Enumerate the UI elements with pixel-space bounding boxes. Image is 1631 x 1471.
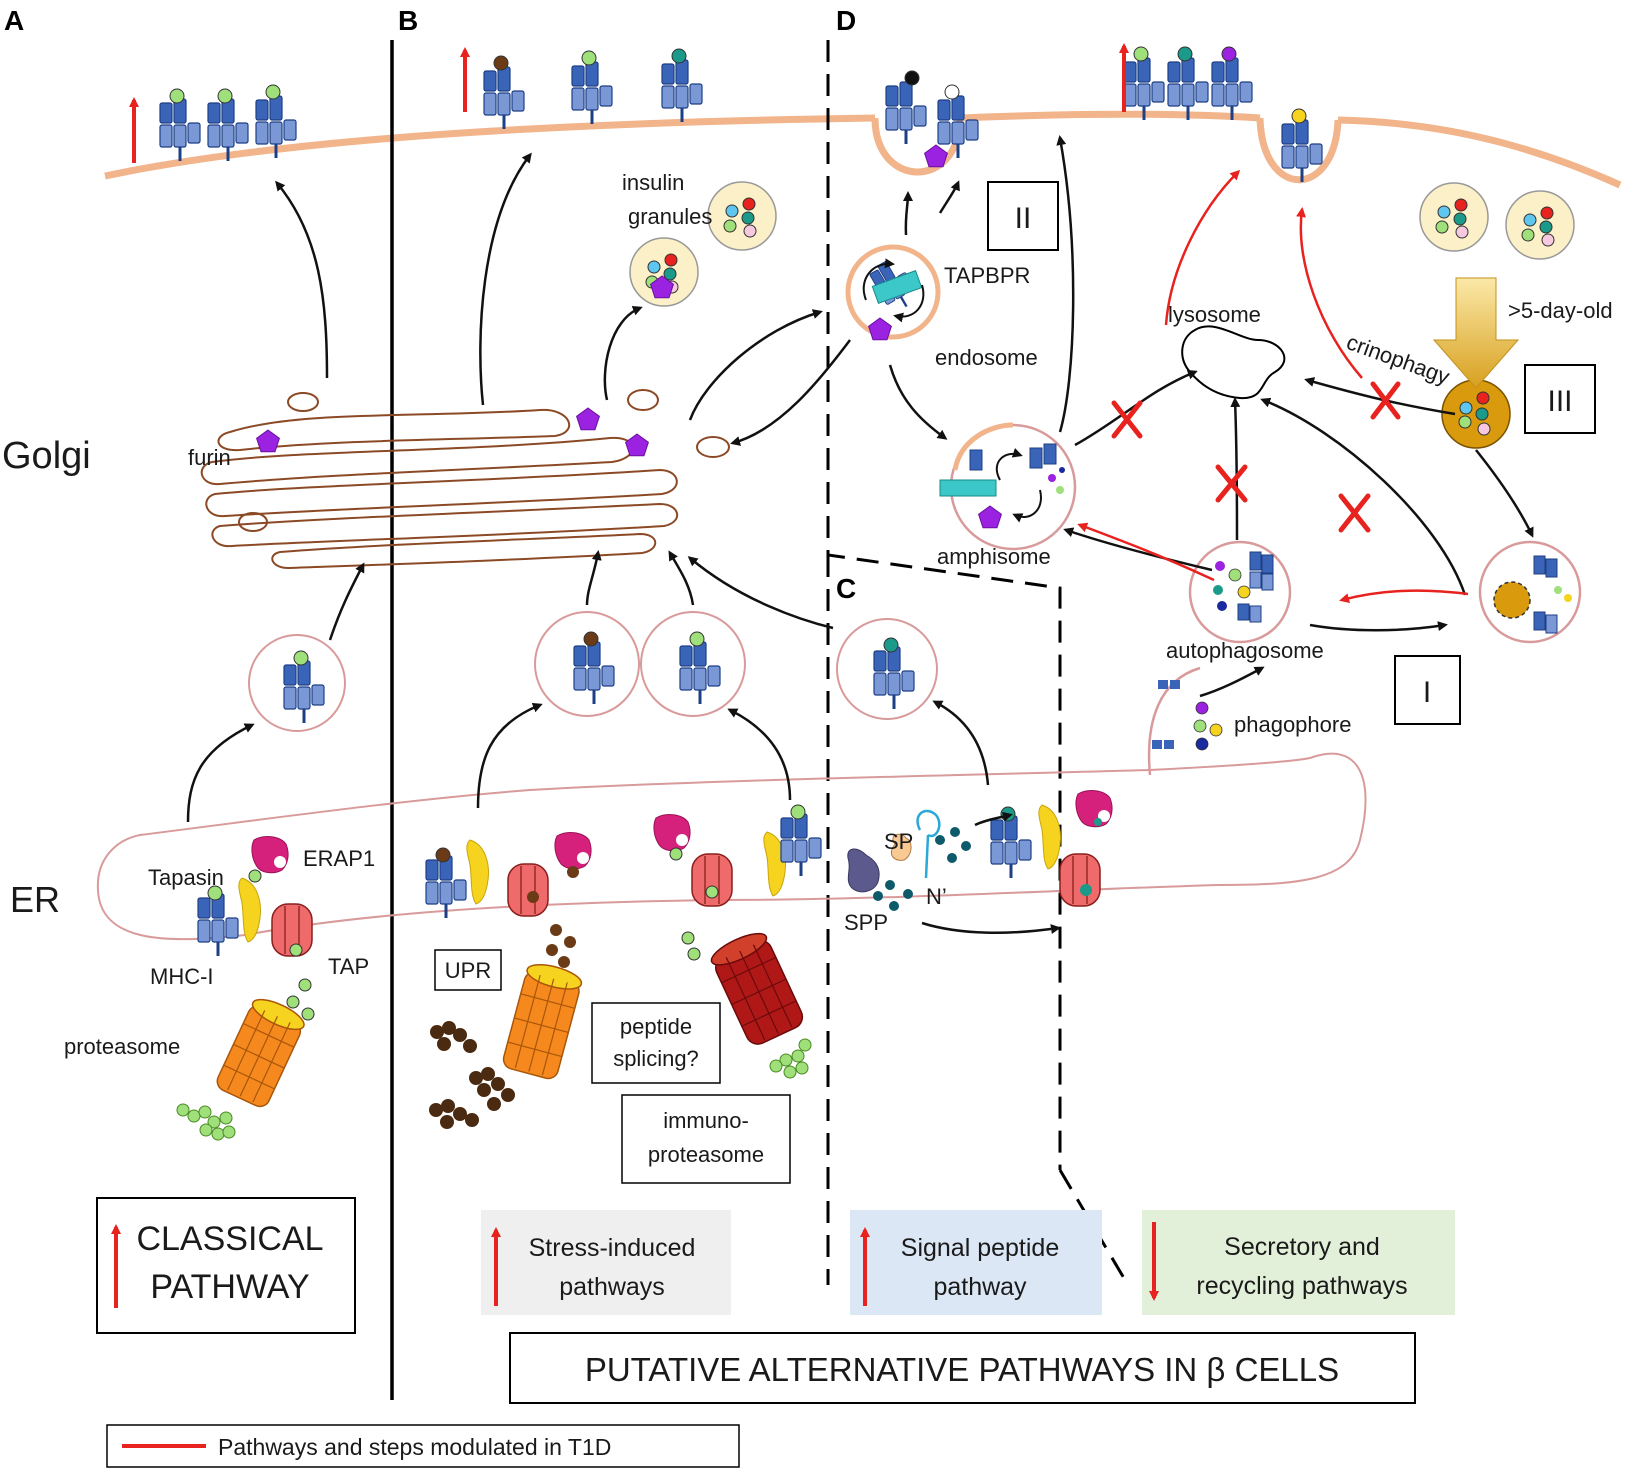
route-box-2	[987, 181, 1059, 251]
old-insulin-granule	[1441, 379, 1511, 449]
age-gradient-arrow	[1432, 277, 1520, 389]
proteasome-b	[502, 964, 583, 1080]
immunoproteasome	[710, 932, 804, 1045]
upr-label: UPR	[445, 958, 491, 983]
endosome	[845, 244, 941, 341]
tapasin-label: Tapasin	[148, 865, 224, 890]
insulin-label: insulin	[622, 170, 684, 195]
classical-pathway-box	[96, 1197, 356, 1334]
pit-2-mhc	[1280, 108, 1324, 184]
amphisome	[939, 422, 1077, 551]
endosome-label: endosome	[935, 345, 1038, 370]
route-box-3-label: III	[1547, 385, 1572, 418]
surface-mhc-group-d	[1122, 46, 1254, 122]
er-vesicle-b1	[534, 611, 640, 717]
upr-box	[434, 949, 502, 991]
blocked-step-marks	[1111, 381, 1401, 533]
red-arrows	[1077, 169, 1469, 604]
peptide-loading-complex-c	[989, 790, 1113, 907]
insulin-granule-d-2	[1505, 190, 1575, 260]
alternative-pathways-title: PUTATIVE ALTERNATIVE PATHWAYS IN β CELLS	[585, 1351, 1339, 1388]
erap1-label: ERAP1	[303, 846, 375, 871]
stress-pathway-label-2: pathways	[559, 1273, 665, 1301]
golgi-label: Golgi	[2, 435, 91, 477]
peptide-loading-complex-b1	[424, 832, 592, 968]
er-vesicle-b2	[640, 611, 746, 717]
peptide-chain-a	[176, 1103, 236, 1141]
classical-pathway-label-1: CLASSICAL	[136, 1220, 323, 1258]
peptide-splicing-label-1: peptide	[620, 1014, 692, 1039]
stress-pathway-label-1: Stress-induced	[529, 1234, 696, 1262]
age-label: >5-day-old	[1508, 298, 1613, 323]
er-label: ER	[10, 879, 60, 920]
crinophagic-vacuole	[1478, 540, 1582, 644]
signal-pathway-label-2: pathway	[933, 1273, 1027, 1301]
signal-pathway-label-1: Signal peptide	[901, 1234, 1059, 1262]
route-box-2-label: II	[1015, 202, 1032, 235]
autophagosome-label: autophagosome	[1166, 638, 1324, 663]
proteasome-label: proteasome	[64, 1034, 180, 1059]
panel-b-label: B	[398, 5, 418, 36]
legend-label: Pathways and steps modulated in T1D	[218, 1434, 611, 1460]
alternative-pathways-title-box	[509, 1332, 1416, 1404]
immunoproteasome-box	[621, 1094, 791, 1184]
panel-a-label: A	[4, 5, 24, 36]
surface-mhc-group-b	[482, 48, 704, 131]
plasma-membrane-middle	[959, 110, 1261, 122]
black-arrows	[186, 135, 1534, 934]
route-box-3	[1524, 364, 1596, 434]
n-terminus-label: N’	[926, 884, 947, 909]
er-vesicle-c	[836, 618, 938, 720]
furin-label: furin	[188, 445, 231, 470]
golgi-apparatus	[200, 389, 730, 570]
phagophore-cargo	[1152, 680, 1223, 751]
insulin-granule-panel-b	[629, 237, 699, 307]
tap-label: TAP	[328, 954, 369, 979]
mhc-label: MHC-I	[150, 964, 214, 989]
phagophore-label: phagophore	[1234, 712, 1351, 737]
granules-label: granules	[628, 204, 712, 229]
surface-mhc-group-a	[158, 84, 298, 163]
endocytic-pit-mhc	[884, 70, 980, 168]
route-box-1-label: I	[1423, 676, 1431, 709]
plasma-membrane-right	[1337, 116, 1622, 189]
divider-dashed-bottom	[1058, 1169, 1130, 1286]
spp-label: SPP	[844, 910, 888, 935]
crinophagy-label: crinophagy	[1343, 329, 1453, 389]
misfolded-protein-aggregates	[429, 1021, 515, 1129]
insulin-granule-panel-b-2	[707, 181, 777, 251]
legend-box	[106, 1424, 740, 1468]
immunoproteasome-label-1: immuno-	[663, 1108, 749, 1133]
proteasome-a	[216, 998, 305, 1108]
peptide-splicing-label-2: splicing?	[613, 1046, 699, 1071]
lysosome	[1181, 325, 1286, 400]
plasma-membrane-pit-2	[1256, 117, 1342, 184]
peptide-chain-b	[769, 1038, 812, 1079]
sp-label: SP	[884, 829, 913, 854]
peptide-loading-complex-a	[196, 836, 315, 1021]
classical-pathway-label-2: PATHWAY	[150, 1268, 309, 1306]
er-vesicle-a	[248, 634, 346, 732]
stress-pathway-box	[481, 1210, 731, 1315]
secretory-pathway-label-2: recycling pathways	[1196, 1272, 1407, 1300]
immunoproteasome-label-2: proteasome	[648, 1142, 764, 1167]
signal-peptide-complex	[847, 809, 971, 911]
autophagosome	[1188, 540, 1292, 644]
panel-d-label: D	[836, 5, 856, 36]
secretory-pathway-label-1: Secretory and	[1224, 1233, 1380, 1261]
insulin-granule-d-1	[1419, 182, 1489, 252]
lysosome-label: lysosome	[1168, 302, 1261, 327]
plasma-membrane-left	[104, 114, 876, 180]
secretory-pathway-box	[1142, 1210, 1455, 1315]
amphisome-label: amphisome	[937, 544, 1051, 569]
phagophore-membrane	[1147, 666, 1201, 776]
signal-peptide-box	[850, 1210, 1102, 1315]
peptide-splicing-box	[591, 1002, 721, 1084]
peptide-loading-complex-b2	[653, 804, 823, 961]
route-box-1	[1394, 655, 1461, 725]
tapbpr-label: TAPBPR	[944, 263, 1030, 288]
panel-c-label: C	[836, 573, 856, 604]
